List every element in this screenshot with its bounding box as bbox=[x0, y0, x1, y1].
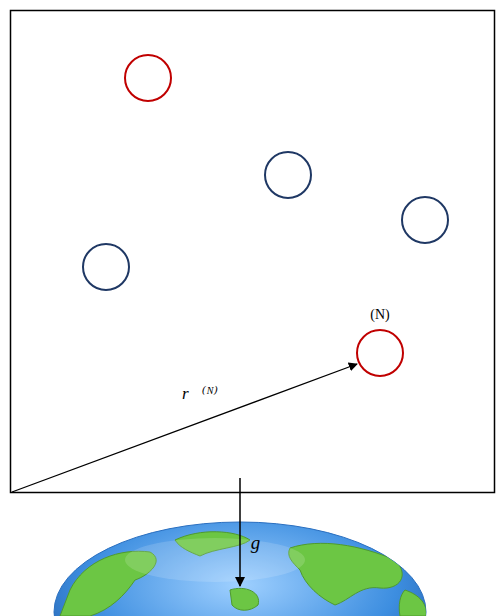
blue-particle bbox=[402, 197, 448, 243]
gravity-vector bbox=[239, 478, 241, 586]
particle-circle bbox=[357, 330, 403, 376]
blue-particle bbox=[83, 244, 129, 290]
particle-label: (N) bbox=[355, 306, 405, 324]
particle-node: (N) bbox=[355, 306, 405, 378]
vector-label: r⃗⁽ᴺ⁾ bbox=[182, 383, 218, 404]
container-box bbox=[11, 11, 495, 493]
red-particle bbox=[125, 55, 171, 101]
gravity-label: g⃗ bbox=[251, 532, 275, 554]
particle-outline bbox=[355, 328, 405, 378]
position-vector bbox=[12, 364, 357, 492]
blue-particle bbox=[265, 152, 311, 198]
